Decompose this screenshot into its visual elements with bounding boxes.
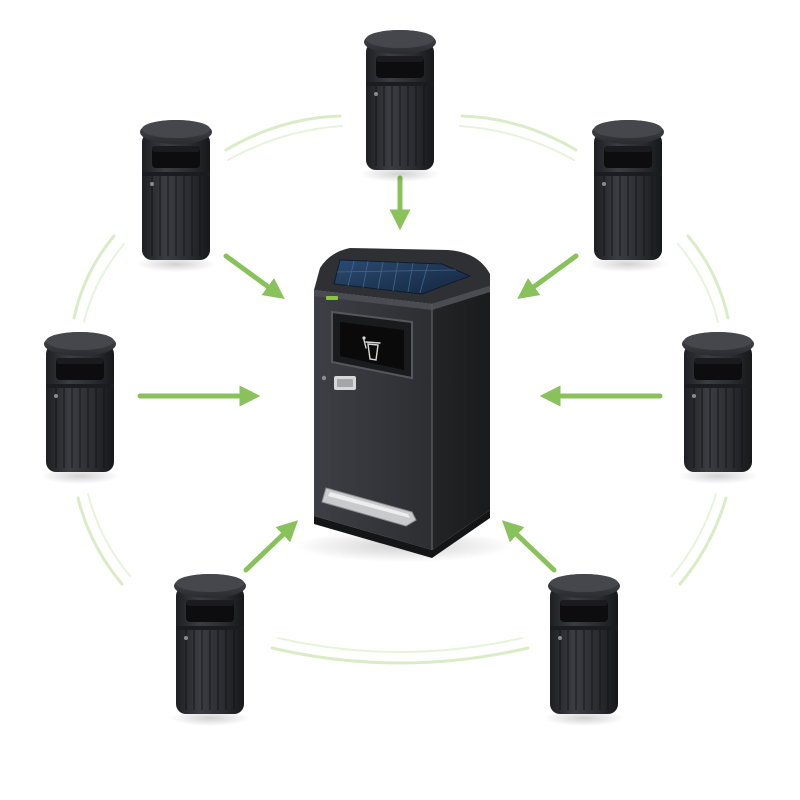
satellite-bin-left	[39, 331, 121, 485]
arrow-from-top-right	[517, 253, 579, 299]
arc-left-lower	[76, 493, 131, 586]
solar-compactor-bin	[294, 248, 514, 562]
satellite-bin-bottom-left	[169, 573, 251, 727]
satellite-bin-top-left	[135, 119, 217, 273]
arrow-from-bottom-right	[501, 520, 557, 573]
satellite-bin-top	[359, 29, 441, 183]
solar-panel-icon	[333, 259, 472, 295]
arc-right-upper	[677, 234, 730, 323]
arc-left-upper	[72, 234, 125, 323]
arc-bottom	[270, 637, 530, 665]
trash-disposal-icon	[362, 336, 381, 361]
status-led-icon	[326, 296, 338, 300]
satellite-bin-right	[677, 331, 759, 485]
flow-arrows	[137, 175, 663, 573]
arc-top-right	[459, 114, 578, 161]
arc-right-lower	[671, 493, 728, 586]
satellite-bin-top-right	[587, 119, 669, 273]
arrow-from-bottom-left	[243, 520, 299, 573]
arrow-from-top-left	[223, 253, 285, 299]
arc-top-left	[224, 114, 343, 161]
connecting-arcs	[72, 114, 730, 665]
satellite-bin-bottom-right	[543, 573, 625, 727]
